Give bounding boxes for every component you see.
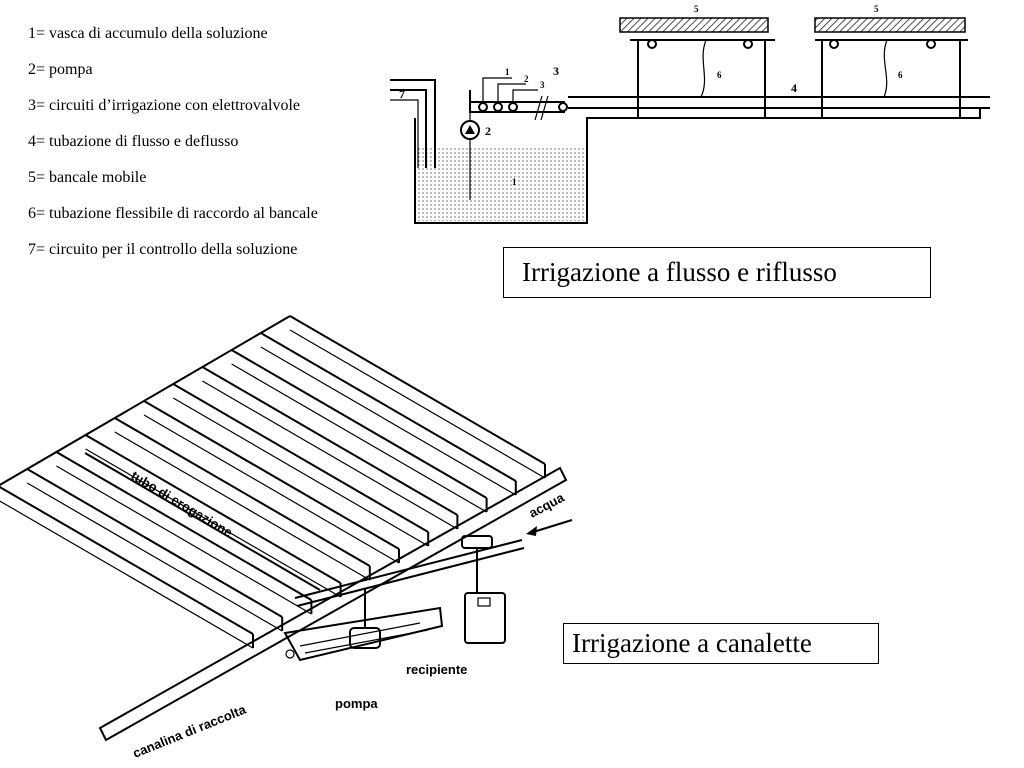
channel-trough — [231, 349, 488, 499]
channel-trough — [289, 329, 546, 479]
water-arrow — [526, 519, 573, 536]
bench-right-label: 5 — [874, 4, 879, 14]
legend-item-pipe: 4= tubazione di flusso e deflusso — [28, 133, 239, 150]
controller — [461, 535, 506, 644]
circuit-a-label: 1 — [505, 67, 510, 77]
channel-trough — [202, 380, 458, 530]
caption-channels: Irrigazione a canalette — [563, 623, 879, 664]
channel-trough — [143, 400, 400, 550]
legend-item-control: 7= circuito per il controllo della soluz… — [28, 241, 298, 258]
circuits: 1 2 3 3 — [469, 64, 568, 121]
legend-item-pump: 2= pompa — [28, 61, 93, 78]
legend-item-tank: 1= vasca di accumulo della soluzione — [28, 25, 268, 42]
water-label: acqua — [526, 489, 567, 520]
channel-trough — [172, 397, 429, 547]
channel-trough — [172, 383, 429, 533]
channel-trough — [0, 486, 254, 635]
ebb-flow-diagram: 1 7 2 1 2 3 3 4 — [390, 4, 990, 224]
hose-left-label: 6 — [717, 70, 722, 80]
channel-trough — [56, 465, 312, 615]
circuits-label: 3 — [553, 64, 559, 78]
channel-trough — [0, 500, 254, 649]
legend-item-hose: 6= tubazione flessibile di raccordo al b… — [28, 205, 318, 222]
channel-trough — [231, 363, 487, 513]
control-label: 7 — [399, 87, 405, 101]
bench-left: 5 6 — [619, 4, 775, 119]
circuit-c-label: 3 — [540, 80, 545, 90]
pump-label-channels: pompa — [335, 696, 378, 711]
container — [283, 606, 444, 662]
channel-trough — [85, 448, 341, 598]
channel-trough — [26, 482, 283, 632]
circuit-b-label: 2 — [524, 74, 529, 84]
channel-trough — [114, 417, 371, 567]
channel-trough — [85, 434, 342, 584]
tank: 1 — [414, 108, 981, 224]
bench-right: 5 6 — [814, 4, 968, 119]
tank-label: 1 — [512, 177, 517, 187]
legend-item-circuits: 3= circuiti d’irrigazione con elettroval… — [28, 97, 301, 114]
channel-trough — [114, 431, 371, 581]
caption-ebb-flow: Irrigazione a flusso e riflusso — [503, 247, 931, 298]
channel-trough — [260, 346, 517, 496]
channel-trough — [55, 451, 312, 601]
pipe-label: 4 — [791, 81, 797, 95]
channel-trough — [260, 332, 517, 482]
pump-unit — [285, 588, 381, 659]
feed-tube — [0, 315, 525, 607]
gutter-label: canalina di raccolta — [131, 701, 249, 760]
bench-left-label: 5 — [694, 4, 699, 14]
legend-item-bench: 5= bancale mobile — [28, 169, 147, 186]
channel-set — [0, 315, 568, 742]
channel-trough — [289, 315, 546, 465]
channel-trough — [26, 468, 283, 618]
channel-diagram: tubo di erogazione acqua recipiente pomp… — [0, 315, 573, 761]
control-circuit: 7 — [390, 79, 436, 168]
pump-label: 2 — [485, 124, 491, 138]
flow-pipe: 4 — [568, 81, 990, 109]
collection-gutter — [98, 466, 568, 742]
channel-trough — [201, 366, 458, 516]
channel-trough — [143, 414, 400, 564]
legend-list: 1= vasca di accumulo della soluzione 2= … — [28, 25, 318, 277]
container-label: recipiente — [406, 662, 467, 677]
hose-right-label: 6 — [898, 70, 903, 80]
